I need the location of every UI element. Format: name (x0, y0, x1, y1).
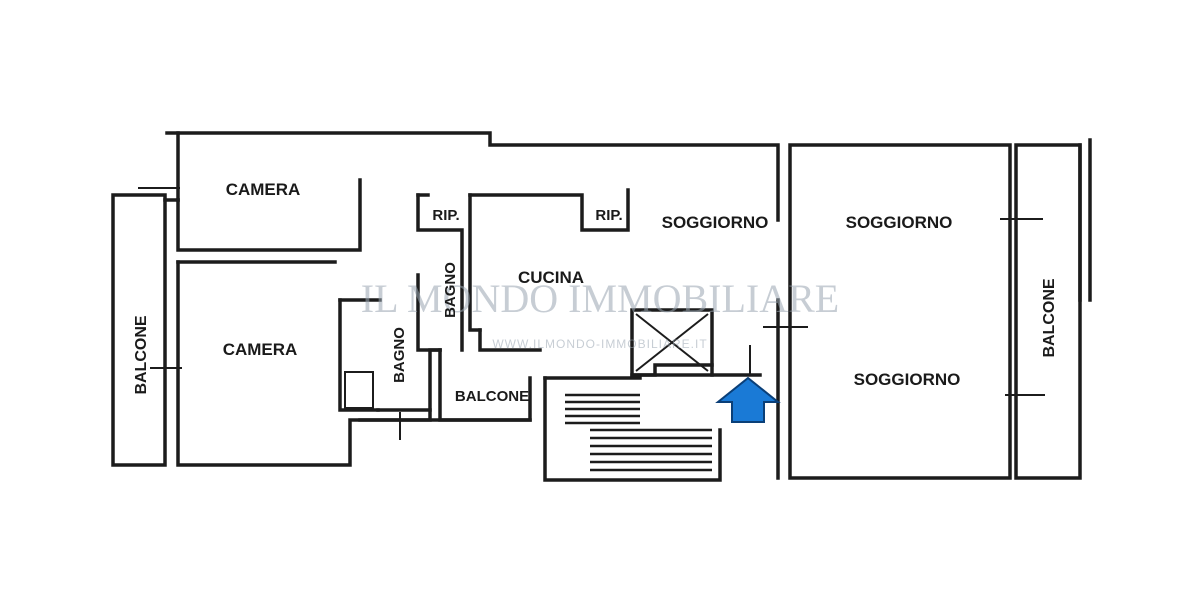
room-label-rip-left: RIP. (432, 207, 459, 224)
window-marks (138, 187, 1045, 440)
room-label-camera-top: CAMERA (226, 180, 301, 199)
watermark-name: IL MONDO IMMOBILIARE (361, 276, 839, 321)
watermark-url: WWW.ILMONDO-IMMOBILIARE.IT (492, 337, 707, 351)
room-label-camera-bottom: CAMERA (223, 340, 298, 359)
room-label-cucina: CUCINA (518, 268, 584, 287)
walls (111, 131, 1092, 482)
room-label-rip-right: RIP. (595, 207, 622, 224)
room-label-bagno-upper: BAGNO (442, 262, 459, 318)
room-label-balcone-left: BALCONE (133, 315, 150, 394)
room-label-balcone-small: BALCONE (455, 388, 529, 405)
room-label-soggiorno-2: SOGGIORNO (846, 213, 953, 232)
room-label-soggiorno-3: SOGGIORNO (854, 370, 961, 389)
room-label-bagno-lower: BAGNO (391, 327, 408, 383)
stair-treads (565, 393, 712, 472)
room-label-soggiorno-1: SOGGIORNO (662, 213, 769, 232)
room-label-balcone-right: BALCONE (1041, 278, 1058, 357)
elevator-cross-icon (635, 313, 709, 372)
entrance-arrow-icon (715, 376, 781, 423)
